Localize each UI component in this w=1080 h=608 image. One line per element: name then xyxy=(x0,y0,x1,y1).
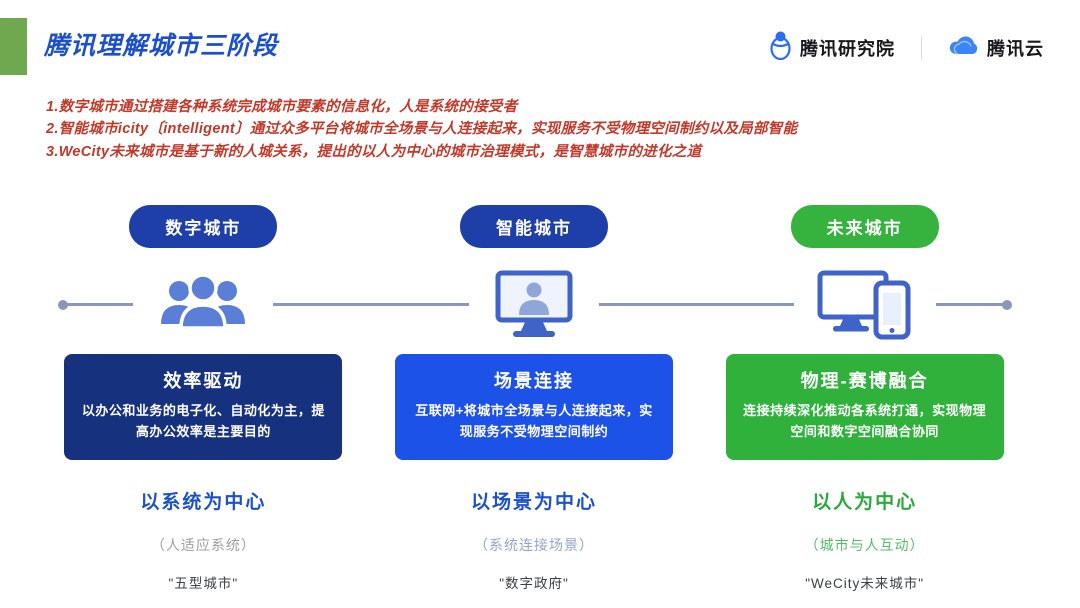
stage-sub-note: （人适应系统） xyxy=(150,537,256,553)
cloud-icon xyxy=(948,34,980,61)
header: 腾讯理解城市三阶段 腾讯研究院 xyxy=(44,26,1044,65)
stage-columns: 数字城市 效率驱动 以办公和业务的电子化、自动化为主，提高办公效率是主要目的 xyxy=(38,205,1030,592)
stage-card-title: 场景连接 xyxy=(494,371,574,391)
stage-card-body: 以办公和业务的电子化、自动化为主，提高办公效率是主要目的 xyxy=(81,403,325,440)
devices-icon xyxy=(793,260,936,350)
logo-tencent-research-label: 腾讯研究院 xyxy=(800,38,895,59)
stage-center-principle: 以场景为中心 xyxy=(471,492,598,513)
stage-quote: "数字政府" xyxy=(499,576,569,591)
monitor-user-icon xyxy=(469,260,599,350)
stage-quote: "WeCity未来城市" xyxy=(805,576,925,591)
intro-line-2: 2.智能城市icity〔intelligent〕通过众多平台将城市全场景与人连接… xyxy=(46,121,798,138)
stage-card: 效率驱动 以办公和业务的电子化、自动化为主，提高办公效率是主要目的 xyxy=(64,354,343,460)
stage-sub-note: （城市与人互动） xyxy=(804,537,925,553)
accent-green-tab xyxy=(0,18,27,75)
logo-tencent-cloud: 腾讯云 xyxy=(948,34,1044,61)
stage-column-smart-city: 智能城市 场景连接 互联网+将城市全场景与人连接起来，实现服务不受物理空间制约 … xyxy=(369,205,700,592)
intro-line-3: 3.WeCity未来城市是基于新的人城关系，提出的以人为中心的城市治理模式，是智… xyxy=(46,143,702,160)
stage-sub-note: （系统连接场景） xyxy=(474,537,594,553)
stage-card-title: 物理-赛博融合 xyxy=(800,371,929,391)
penguin-icon xyxy=(768,30,793,65)
logo-group: 腾讯研究院 腾讯云 xyxy=(768,26,1044,65)
stage-column-digital-city: 数字城市 效率驱动 以办公和业务的电子化、自动化为主，提高办公效率是主要目的 xyxy=(38,205,369,592)
stage-quote: "五型城市" xyxy=(168,576,239,591)
stage-card-title: 效率驱动 xyxy=(163,371,244,391)
stage-badge: 数字城市 xyxy=(129,205,278,248)
intro-text-block: 1.数字城市通过搭建各种系统完成城市要素的信息化，人是系统的接受者 2.智能城市… xyxy=(46,96,1050,163)
stage-card: 物理-赛博融合 连接持续深化推动各系统打通，实现物理空间和数字空间融合协同 xyxy=(725,354,1004,460)
stage-badge: 智能城市 xyxy=(460,205,608,248)
stage-center-principle: 以人为中心 xyxy=(812,492,918,513)
stage-card-body: 互联网+将城市全场景与人连接起来，实现服务不受物理空间制约 xyxy=(415,403,653,440)
logo-tencent-cloud-label: 腾讯云 xyxy=(987,38,1044,59)
logo-tencent-research: 腾讯研究院 xyxy=(768,30,895,65)
stage-column-future-city: 未来城市 物理-赛博融合 连接持续深化推动各系统打通，实现物理空间和数字空间融合… xyxy=(699,205,1030,592)
people-group-icon xyxy=(133,260,274,350)
stage-center-principle: 以系统为中心 xyxy=(140,492,267,513)
stage-card-body: 连接持续深化推动各系统打通，实现物理空间和数字空间融合协同 xyxy=(743,403,987,440)
timeline-dot-left xyxy=(58,299,68,310)
stage-badge: 未来城市 xyxy=(790,205,939,248)
logo-divider xyxy=(921,35,922,60)
intro-line-1: 1.数字城市通过搭建各种系统完成城市要素的信息化，人是系统的接受者 xyxy=(46,99,518,115)
timeline-dot-right xyxy=(1002,299,1012,310)
stage-card: 场景连接 互联网+将城市全场景与人连接起来，实现服务不受物理空间制约 xyxy=(395,354,673,460)
page-title: 腾讯理解城市三阶段 xyxy=(44,32,279,60)
